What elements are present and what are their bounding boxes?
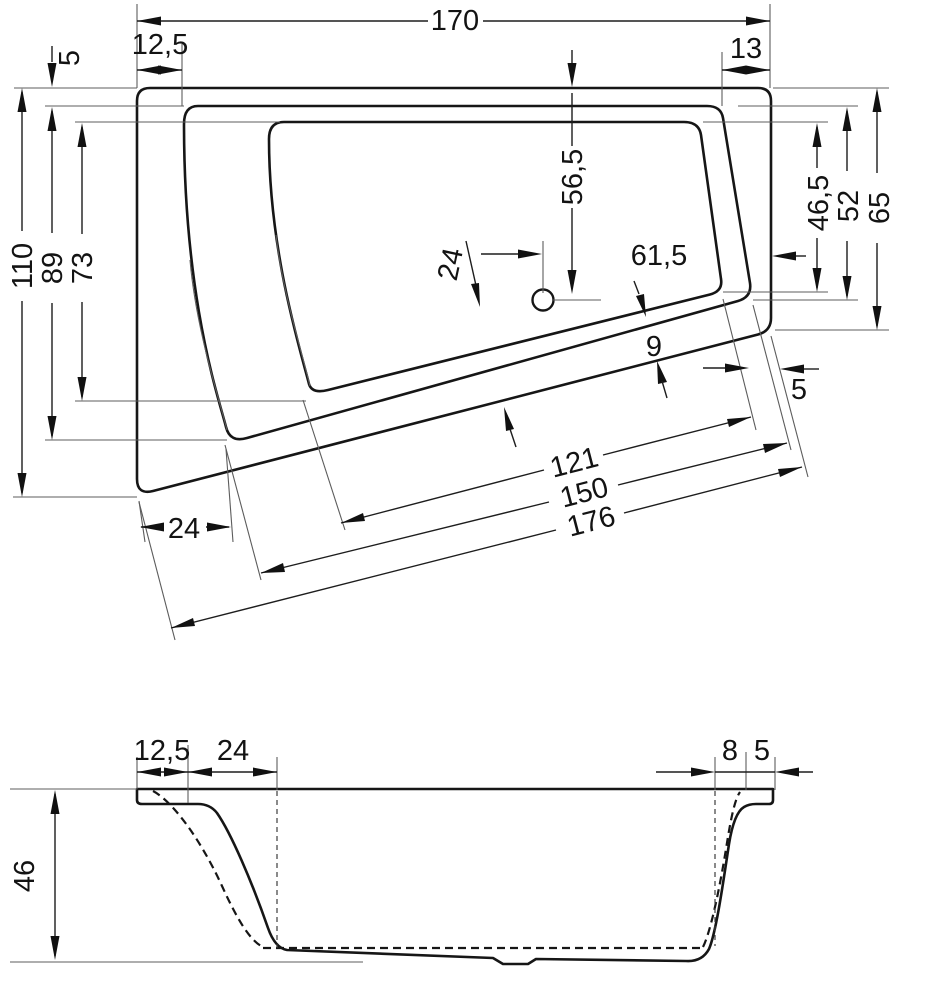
dim-label-total-depth: 110 [7,243,39,289]
arrowhead [518,249,542,259]
dim-line-rim-bottom [661,380,668,399]
arrowhead [722,65,746,75]
arrowhead [504,407,514,431]
dim-line-floor-bottom-length [340,416,752,524]
arrowhead [780,364,804,374]
arrowhead [17,88,27,112]
extension-lines-side-view [10,745,776,963]
dimension-lines-top-view [17,16,882,629]
slope-edge-line-left [189,259,228,431]
arrowhead [772,251,796,261]
dim-label-drain-to-bottom: 24 [432,245,470,283]
extension-lines-top-view [13,4,889,641]
top-view: 170 12,5 13 5 110 89 73 56,5 24 61,5 46,… [7,4,896,641]
tub-outer-outline [135,86,773,494]
arrowhead [842,107,852,131]
dim-label-floor-right-depth: 46,5 [803,175,835,231]
arrowhead [137,16,161,26]
arrowhead [158,65,182,75]
dim-label-side-slope-left: 24 [217,735,249,767]
arrowhead [47,416,57,440]
hidden-wall-right [702,791,741,948]
dimension-lines-side-view [50,767,813,960]
ext-line [225,448,234,543]
arrowhead [253,767,277,777]
dim-label-floor-depth: 73 [67,252,99,284]
arrowhead [812,123,822,147]
arrowhead [727,417,751,427]
dim-label-drain-from-top: 56,5 [557,149,589,205]
arrowhead [567,270,577,294]
tub-floor-outline [267,120,723,393]
slope-edge-line-floor [275,234,311,387]
dimension-labels-top-view: 170 12,5 13 5 110 89 73 56,5 24 61,5 46,… [7,5,896,545]
arrowhead [50,790,60,814]
dim-label-rim-bottom: 9 [646,331,662,363]
arrowhead [137,65,161,75]
arrowhead [775,767,799,777]
arrowhead [50,936,60,960]
arrowhead [657,361,667,384]
dimension-labels-side-view: 12,5 24 8 5 46 [9,735,770,892]
dim-label-drain-from-right: 61,5 [631,240,687,272]
side-view: 12,5 24 8 5 46 [9,735,813,966]
arrowhead [812,268,822,292]
arrowhead [691,767,715,777]
arrowhead [725,363,749,373]
dim-label-side-rim-right: 5 [754,735,770,767]
ext-line [770,335,809,478]
dim-label-depth: 46 [9,860,41,892]
arrowhead [188,767,212,777]
arrowhead [77,377,87,401]
arrowhead [164,767,188,777]
arrowhead [471,283,480,307]
arrowhead [47,63,57,87]
tub-section-outline [135,787,775,966]
dim-line-rim-bottom [633,280,640,295]
arrowhead [567,63,577,87]
dim-line-opening-bottom-length [260,442,788,574]
ext-line [224,444,262,581]
arrowhead [47,107,57,131]
arrowhead [778,467,802,477]
ext-line [138,501,176,641]
dim-line-outer-bottom-length [170,466,803,629]
dim-label-opening-right-depth: 52 [833,190,865,222]
dim-label-opening-depth: 89 [37,252,69,284]
leader-line [509,428,517,448]
ext-line [302,399,346,531]
arrowhead [842,276,852,300]
dim-label-rim-right: 13 [730,33,762,65]
dim-label-rim-top: 5 [54,50,86,66]
dim-label-rim-bottom-right: 5 [791,374,807,406]
dim-label-side-rim-left: 12,5 [134,735,190,767]
arrowhead [17,473,27,497]
arrowhead [872,306,882,330]
arrowhead [261,563,285,573]
arrowhead [636,294,646,317]
ext-line [722,298,757,431]
arrowhead [207,522,231,532]
arrowhead [171,618,195,628]
hidden-wall-left [152,790,264,948]
arrowhead [746,65,770,75]
arrowhead [341,513,365,523]
dim-label-rim-left: 12,5 [132,29,188,61]
arrowhead [140,522,164,532]
dim-label-total-width: 170 [431,5,479,37]
arrowhead [746,16,770,26]
ext-line [752,304,792,451]
dim-label-side-slope-right: 8 [722,735,738,767]
dim-line-drain-to-bottom [465,240,478,291]
arrowhead [763,443,787,453]
dim-label-right-edge-depth: 65 [864,192,896,224]
arrowhead [77,123,87,147]
arrowhead [137,767,161,777]
arrowhead [872,88,882,112]
dim-label-bottom-left-offset: 24 [168,513,200,545]
